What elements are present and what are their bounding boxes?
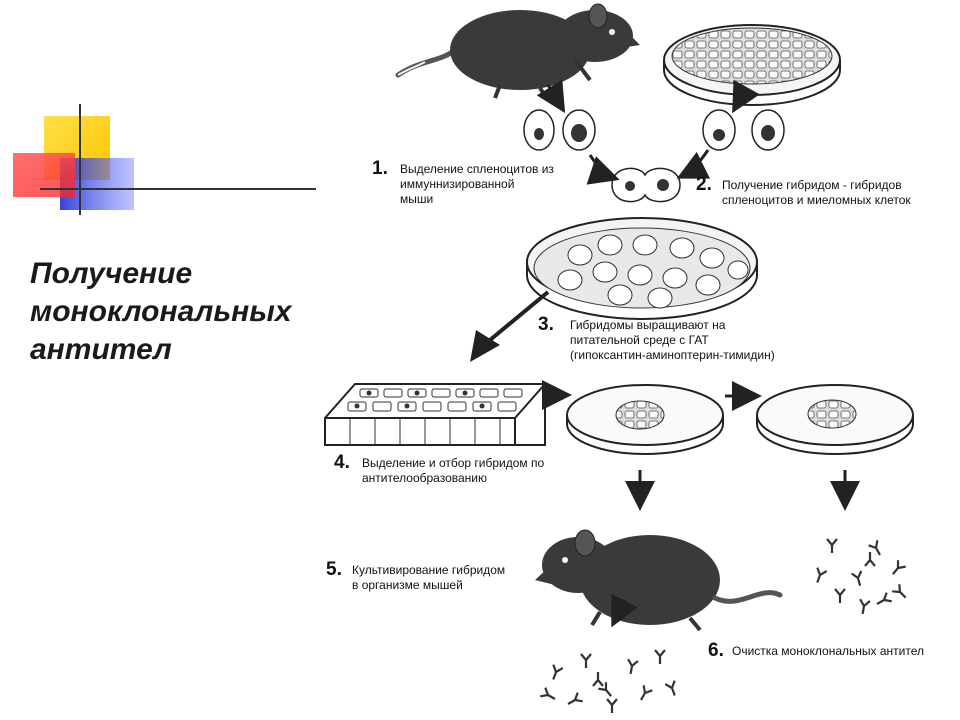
antibody-icon xyxy=(864,552,876,567)
step-1-line-2: иммуннизированной xyxy=(400,177,515,191)
step-6-line-1: Очистка моноклональных антител xyxy=(732,644,925,658)
myeloma-cells xyxy=(702,109,785,151)
arrow-mouse-to-antibodies xyxy=(611,593,639,628)
title-line-1: Получение xyxy=(30,257,193,290)
step-2-text: Получение гибридом - гибридов спленоцито… xyxy=(722,178,911,208)
antibodies-mouse xyxy=(540,649,676,713)
arrows-top xyxy=(536,79,760,185)
step-5-number: 5. xyxy=(326,559,342,580)
hybrid-cell xyxy=(611,167,681,203)
antibody-icon xyxy=(606,698,618,713)
antibody-icon xyxy=(876,592,892,605)
title-line-3: антител xyxy=(30,333,172,366)
step-5-line-2: в организме мышей xyxy=(352,578,463,592)
petri-dish-clone-1 xyxy=(566,384,724,455)
step-6-number: 6. xyxy=(708,640,724,661)
step-1-number: 1. xyxy=(372,158,388,179)
step-2-line-2: спленоцитов и миеломных клеток xyxy=(722,193,911,207)
arrow-to-plate xyxy=(488,290,550,342)
antibody-icon xyxy=(540,687,556,700)
arrows-down xyxy=(625,470,860,511)
mouse-bottom xyxy=(535,529,783,632)
antibody-icon xyxy=(567,692,583,705)
antibody-icon xyxy=(892,584,907,599)
antibody-icon xyxy=(892,560,906,575)
antibody-icon xyxy=(627,658,639,675)
mouse-top xyxy=(395,3,640,102)
decor-squares xyxy=(13,104,316,215)
antibody-icon xyxy=(598,682,612,697)
antibody-icon xyxy=(868,540,881,556)
antibody-icon xyxy=(580,653,592,668)
step-1-line-3: мыши xyxy=(400,192,434,206)
antibodies-purified xyxy=(816,538,907,615)
step-4-text: Выделение и отбор гибридом по антителооб… xyxy=(362,456,544,486)
step-5-text: Культивирование гибридом в организме мыш… xyxy=(352,563,505,593)
spleen-cells xyxy=(523,109,596,151)
step-1-line-1: Выделение спленоцитов из xyxy=(400,162,554,176)
step-3-line-2: питательной среде с ГАТ xyxy=(570,333,709,347)
step-2-number: 2. xyxy=(696,174,712,195)
title-line-2: моноклональных xyxy=(30,295,292,328)
step-6-text: Очистка моноклональных антител xyxy=(732,644,924,659)
antibody-icon xyxy=(664,680,676,696)
petri-dish-myeloma xyxy=(663,24,841,106)
petri-dish-clone-2 xyxy=(756,384,914,455)
step-3-text: Гибридомы выращивают на питательной сред… xyxy=(570,318,775,363)
slide-title: Получение моноклональных антител xyxy=(30,255,340,369)
antibody-icon xyxy=(826,538,838,553)
step-3-number: 3. xyxy=(538,314,554,335)
step-4-number: 4. xyxy=(334,452,350,473)
antibody-icon xyxy=(816,567,828,583)
step-2-line-1: Получение гибридом - гибридов xyxy=(722,178,902,192)
step-3-line-3: (гипоксантин-аминоптерин-тимидин) xyxy=(570,348,775,362)
antibody-icon xyxy=(834,588,846,603)
step-1-text: Выделение спленоцитов из иммуннизированн… xyxy=(400,162,554,207)
antibody-icon xyxy=(654,649,666,664)
step-4-line-1: Выделение и отбор гибридом по xyxy=(362,456,545,470)
antibody-icon xyxy=(640,685,653,701)
step-5-line-1: Культивирование гибридом xyxy=(352,563,506,577)
multiwell-plate xyxy=(324,383,546,446)
antibody-icon xyxy=(850,570,863,587)
step-4-line-2: антителообразованию xyxy=(362,471,487,485)
antibody-icon xyxy=(859,598,871,615)
antibody-icon xyxy=(592,672,604,687)
petri-dish-hat xyxy=(526,217,758,320)
step-3-line-1: Гибридомы выращивают на xyxy=(570,318,726,332)
antibody-icon xyxy=(552,664,564,680)
